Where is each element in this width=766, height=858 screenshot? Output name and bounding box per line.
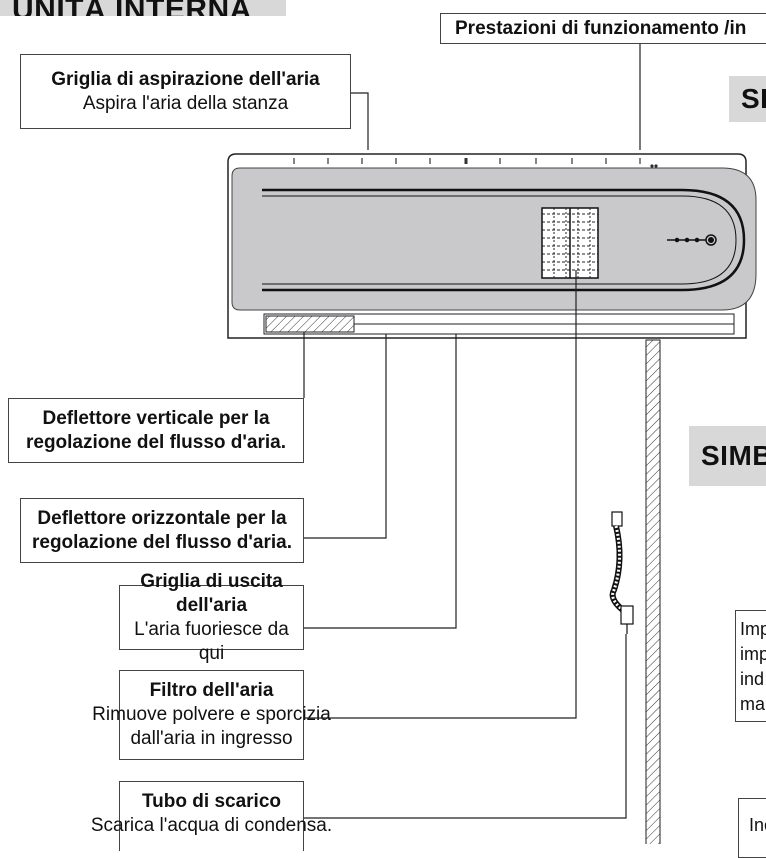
label-air-filter-desc1: Rimuove polvere e sporcizia [92, 704, 331, 725]
section-title-right-mid: SIMB [689, 426, 766, 486]
section-title-text: UNITÀ INTERNA [12, 0, 252, 16]
section-title-indoor-unit: UNITÀ INTERNA [0, 0, 286, 16]
right-note-1-line-2: imp [740, 644, 766, 664]
label-air-intake-title: Griglia di aspirazione dell'aria [51, 68, 320, 90]
label-air-filter-title: Filtro dell'aria [149, 680, 274, 701]
section-title-right-top-text: SI [741, 83, 766, 114]
section-title-right-mid-text: SIMB [701, 440, 766, 471]
label-vertical-deflector-line1: Deflettore verticale per la [42, 407, 270, 429]
indoor-unit-body [227, 153, 757, 339]
right-note-2-line-1: Inc [749, 815, 766, 835]
drain-pipe-illustration [609, 339, 661, 844]
label-air-outlet-desc: L'aria fuoriesce da qui [134, 618, 289, 664]
label-horizontal-deflector: Deflettore orizzontale per la regolazion… [20, 498, 304, 563]
right-note-1-line-3: ind [740, 669, 765, 689]
label-drain-pipe-desc: Scarica l'acqua di condensa. [90, 815, 333, 836]
filter-illustration [541, 207, 599, 279]
right-note-1-line-1: Imp [740, 619, 766, 639]
performance-label-box: Prestazioni di funzionamento /in [440, 13, 766, 44]
performance-label-text: Prestazioni di funzionamento /in [455, 17, 747, 39]
label-vertical-deflector: Deflettore verticale per la regolazione … [8, 398, 304, 463]
label-air-outlet-title: Griglia di uscita dell'aria [140, 570, 283, 616]
label-air-filter-desc2: dall'aria in ingresso [130, 728, 293, 749]
label-horizontal-deflector-line1: Deflettore orizzontale per la [37, 507, 287, 529]
label-drain-pipe-title: Tubo di scarico [141, 791, 281, 812]
indicator-lights [667, 234, 717, 246]
label-air-intake: Griglia di aspirazione dell'aria Aspira … [20, 54, 351, 129]
section-title-right-top: SI [729, 76, 766, 122]
label-drain-pipe: Tubo di scarico Scarica l'acqua di conde… [91, 781, 332, 851]
label-horizontal-deflector-line2: regolazione del flusso d'aria. [31, 531, 293, 553]
leader-lines [303, 44, 641, 819]
right-note-box-1: Imp imp ind ma [735, 610, 766, 722]
label-air-filter: Filtro dell'aria Rimuove polvere e sporc… [92, 670, 331, 760]
label-air-intake-desc: Aspira l'aria della stanza [82, 92, 289, 114]
right-note-1-line-4: ma [740, 694, 766, 714]
label-air-outlet: Griglia di uscita dell'aria L'aria fuori… [119, 571, 304, 664]
label-vertical-deflector-line2: regolazione del flusso d'aria. [25, 431, 287, 453]
